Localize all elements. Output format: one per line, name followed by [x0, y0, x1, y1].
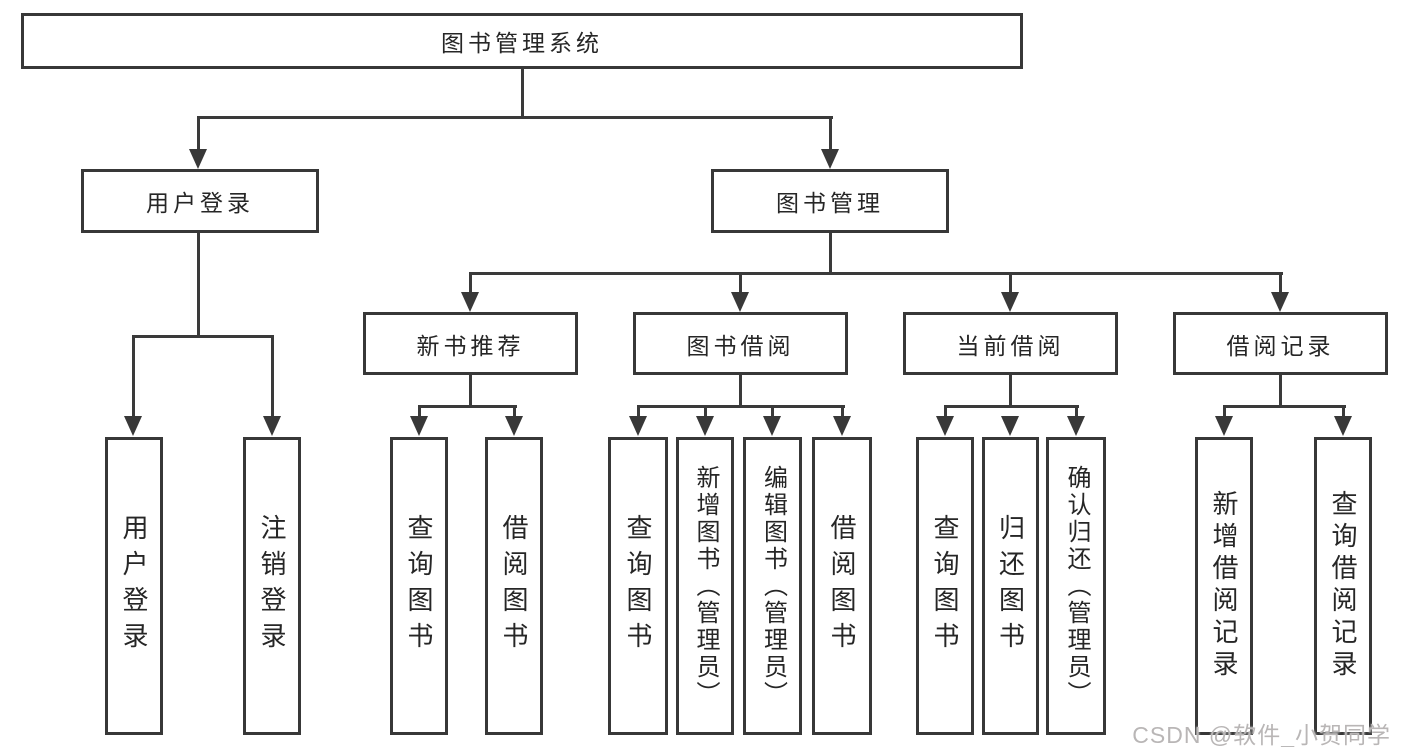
- connector-line: [636, 405, 845, 408]
- arrowhead-down-icon: [1271, 292, 1289, 312]
- arrowhead-down-icon: [124, 416, 142, 436]
- leaf-return-book: 归还图书: [982, 437, 1039, 735]
- connector-line: [636, 405, 640, 419]
- leaf-confirm-return-admin: 确认归还（管理员）: [1046, 437, 1106, 735]
- connector-line: [131, 335, 135, 420]
- connector-line: [738, 374, 742, 408]
- connector-line: [1222, 405, 1346, 408]
- leaf-user-login: 用户登录: [105, 437, 163, 735]
- connector-line: [770, 405, 774, 419]
- arrowhead-down-icon: [1215, 416, 1233, 436]
- leaf-logout: 注销登录: [243, 437, 301, 735]
- connector-line: [131, 335, 274, 338]
- leaf-label: 借阅图书: [827, 514, 857, 658]
- connector-line: [1074, 405, 1078, 419]
- connector-line: [1278, 374, 1282, 408]
- leaf-borrow-books-2: 借阅图书: [812, 437, 872, 735]
- arrowhead-down-icon: [461, 292, 479, 312]
- leaf-edit-book-admin: 编辑图书（管理员）: [743, 437, 802, 735]
- leaf-label: 查询图书: [930, 514, 960, 658]
- connector-line: [196, 116, 833, 119]
- node-new-book-recommend: 新书推荐: [363, 312, 578, 375]
- leaf-add-borrow-record: 新增借阅记录: [1195, 437, 1253, 735]
- connector-line: [1008, 374, 1012, 408]
- leaf-query-books-borrow: 查询图书: [608, 437, 668, 735]
- leaf-label: 新增图书（管理员）: [692, 464, 719, 708]
- arrowhead-down-icon: [1001, 292, 1019, 312]
- arrowhead-down-icon: [833, 416, 851, 436]
- leaf-add-book-admin: 新增图书（管理员）: [676, 437, 734, 735]
- node-book-management: 图书管理: [711, 169, 949, 233]
- leaf-label: 查询借阅记录: [1328, 490, 1358, 682]
- connector-line: [738, 272, 742, 298]
- connector-line: [1222, 405, 1226, 419]
- arrowhead-down-icon: [410, 416, 428, 436]
- node-library-system: 图书管理系统: [21, 13, 1023, 69]
- connector-line: [196, 116, 200, 153]
- node-label: 图书管理: [776, 190, 884, 216]
- leaf-query-books-current: 查询图书: [916, 437, 974, 735]
- node-label: 图书借阅: [686, 332, 795, 359]
- leaf-label: 编辑图书（管理员）: [759, 464, 787, 708]
- connector-line: [1008, 272, 1012, 298]
- node-user-login: 用户登录: [81, 169, 319, 233]
- connector-line: [703, 405, 707, 419]
- arrowhead-down-icon: [263, 416, 281, 436]
- leaf-label: 确认归还（管理员）: [1063, 464, 1090, 708]
- node-current-borrow: 当前借阅: [903, 312, 1118, 375]
- connector-line: [1278, 272, 1282, 298]
- node-label: 用户登录: [146, 190, 254, 216]
- leaf-borrow-books-recommend: 借阅图书: [485, 437, 543, 735]
- node-label: 借阅记录: [1226, 332, 1335, 359]
- connector-line: [943, 405, 1079, 408]
- node-label: 图书管理系统: [441, 30, 603, 56]
- leaf-label: 新增借阅记录: [1209, 490, 1239, 682]
- node-label: 新书推荐: [416, 332, 525, 359]
- leaf-label: 查询图书: [404, 514, 434, 658]
- connector-line: [270, 335, 274, 420]
- arrowhead-down-icon: [763, 416, 781, 436]
- arrowhead-down-icon: [189, 149, 207, 169]
- connector-line: [520, 69, 524, 118]
- arrowhead-down-icon: [1334, 416, 1352, 436]
- arrowhead-down-icon: [505, 416, 523, 436]
- arrowhead-down-icon: [1067, 416, 1085, 436]
- connector-line: [512, 405, 516, 419]
- connector-line: [943, 405, 947, 419]
- node-label: 当前借阅: [956, 332, 1065, 359]
- connector-line: [840, 405, 844, 419]
- leaf-label: 用户登录: [119, 514, 149, 658]
- leaf-query-books-recommend: 查询图书: [390, 437, 448, 735]
- connector-line: [417, 405, 517, 408]
- arrowhead-down-icon: [1001, 416, 1019, 436]
- leaf-label: 归还图书: [995, 514, 1026, 658]
- leaf-label: 借阅图书: [499, 514, 529, 658]
- node-borrow-records: 借阅记录: [1173, 312, 1388, 375]
- connector-line: [468, 374, 472, 408]
- connector-line: [468, 272, 472, 298]
- csdn-watermark: CSDN @软件_小贺同学: [1132, 722, 1391, 747]
- node-book-borrow: 图书借阅: [633, 312, 848, 375]
- connector-line: [828, 232, 832, 275]
- leaf-label: 查询图书: [623, 514, 653, 658]
- connector-line: [417, 405, 421, 419]
- arrowhead-down-icon: [821, 149, 839, 169]
- arrowhead-down-icon: [696, 416, 714, 436]
- arrowhead-down-icon: [731, 292, 749, 312]
- arrowhead-down-icon: [936, 416, 954, 436]
- connector-line: [828, 116, 832, 153]
- leaf-label: 注销登录: [257, 514, 287, 658]
- connector-line: [196, 232, 200, 338]
- connector-line: [1341, 405, 1345, 419]
- arrowhead-down-icon: [629, 416, 647, 436]
- leaf-query-borrow-record: 查询借阅记录: [1314, 437, 1372, 735]
- connector-line: [468, 272, 1283, 275]
